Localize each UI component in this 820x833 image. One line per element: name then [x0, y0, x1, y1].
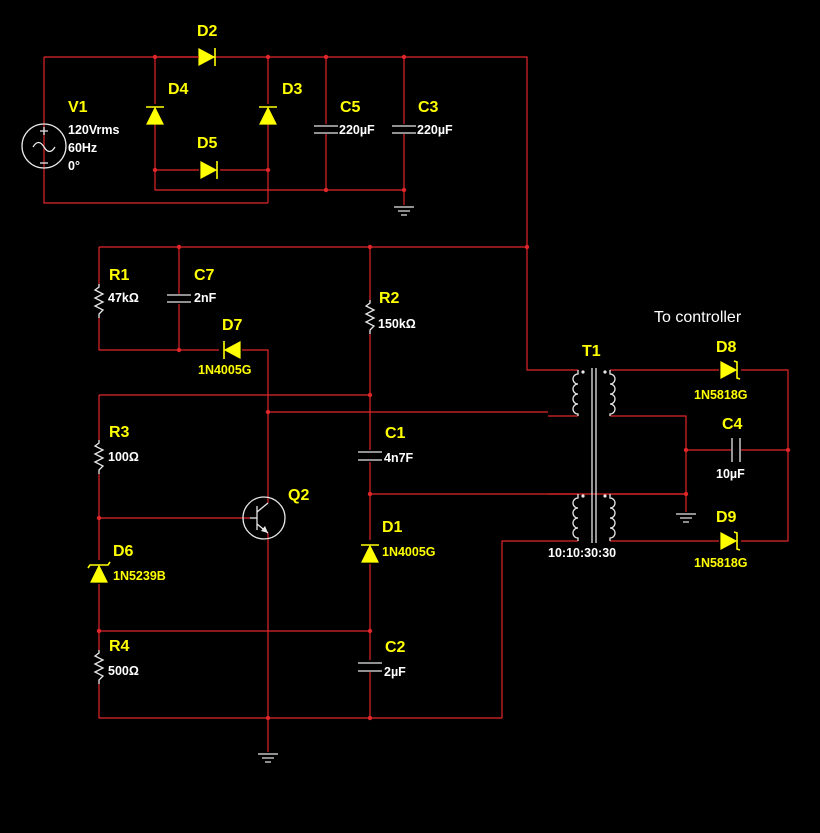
- zener-diode-d6: D6 1N5239B: [87, 543, 166, 583]
- junctions: [96, 54, 791, 721]
- r4-value: 500Ω: [108, 664, 139, 678]
- r3-ref: R3: [109, 424, 130, 441]
- r2-value: 150kΩ: [378, 317, 416, 331]
- resistor-r3: R3 100Ω: [93, 424, 139, 474]
- r4-ref: R4: [109, 638, 130, 655]
- c1-value: 4n7F: [384, 451, 414, 465]
- d7-value: 1N4005G: [198, 363, 252, 377]
- ac-source-v1: V1 120Vrms 60Hz 0°: [21, 99, 119, 173]
- v1-voltage: 120Vrms: [68, 123, 119, 137]
- ground-symbol-bottom: [258, 753, 278, 763]
- to-controller-note: To controller: [654, 309, 742, 326]
- diode-d8: D8 1N5818G: [694, 339, 748, 402]
- d8-ref: D8: [716, 339, 737, 356]
- c1-ref: C1: [385, 425, 406, 442]
- q2-ref: Q2: [288, 487, 309, 504]
- t1-ratio: 10:10:30:30: [548, 546, 616, 560]
- d2-ref: D2: [197, 23, 218, 40]
- d9-ref: D9: [716, 509, 737, 526]
- c5-ref: C5: [340, 99, 361, 116]
- capacitor-c2: C2 2µF: [358, 639, 406, 679]
- c4-value: 10µF: [716, 467, 745, 481]
- c7-ref: C7: [194, 267, 215, 284]
- d1-value: 1N4005G: [382, 545, 436, 559]
- c2-ref: C2: [385, 639, 406, 656]
- transistor-q2: Q2: [242, 487, 309, 540]
- c4-ref: C4: [722, 416, 743, 433]
- c7-value: 2nF: [194, 291, 217, 305]
- d1-ref: D1: [382, 519, 403, 536]
- r1-ref: R1: [109, 267, 130, 284]
- v1-phase: 0°: [68, 159, 80, 173]
- diode-d4: D4: [146, 81, 189, 125]
- transformer-t1: T1 10:10:30:30: [548, 343, 632, 560]
- ground-symbol-top: [394, 206, 414, 216]
- v1-ref: V1: [68, 99, 88, 116]
- resistor-r2: R2 150kΩ: [364, 290, 416, 334]
- ground-symbol-secondary: [676, 513, 696, 523]
- diode-d5: D5: [197, 135, 218, 179]
- capacitor-c4: C4 10µF: [716, 416, 745, 481]
- d5-ref: D5: [197, 135, 218, 152]
- resistor-r4: R4 500Ω: [93, 638, 139, 684]
- d7-ref: D7: [222, 317, 243, 334]
- r1-value: 47kΩ: [108, 291, 139, 305]
- diode-d9: D9 1N5818G: [694, 509, 748, 570]
- wires: [43, 56, 789, 752]
- d4-ref: D4: [168, 81, 189, 98]
- r2-ref: R2: [379, 290, 400, 307]
- diode-d7: D7 1N4005G: [198, 317, 252, 377]
- capacitor-c7: C7 2nF: [167, 267, 217, 305]
- t1-ref: T1: [582, 343, 601, 360]
- capacitor-c1: C1 4n7F: [358, 425, 414, 465]
- v1-frequency: 60Hz: [68, 141, 97, 155]
- c3-ref: C3: [418, 99, 439, 116]
- d3-ref: D3: [282, 81, 303, 98]
- d6-ref: D6: [113, 543, 134, 560]
- d9-value: 1N5818G: [694, 556, 748, 570]
- c5-value: 220µF: [339, 123, 375, 137]
- c3-value: 220µF: [417, 123, 453, 137]
- resistor-r1: R1 47kΩ: [93, 267, 139, 318]
- capacitor-c5: C5 220µF: [314, 99, 375, 137]
- diode-d3: D3: [259, 81, 303, 125]
- capacitor-c3: C3 220µF: [392, 99, 453, 137]
- d6-value: 1N5239B: [113, 569, 166, 583]
- diode-d1: D1 1N4005G: [361, 519, 436, 563]
- r3-value: 100Ω: [108, 450, 139, 464]
- diode-d2: D2: [155, 23, 218, 66]
- d8-value: 1N5818G: [694, 388, 748, 402]
- c2-value: 2µF: [384, 665, 406, 679]
